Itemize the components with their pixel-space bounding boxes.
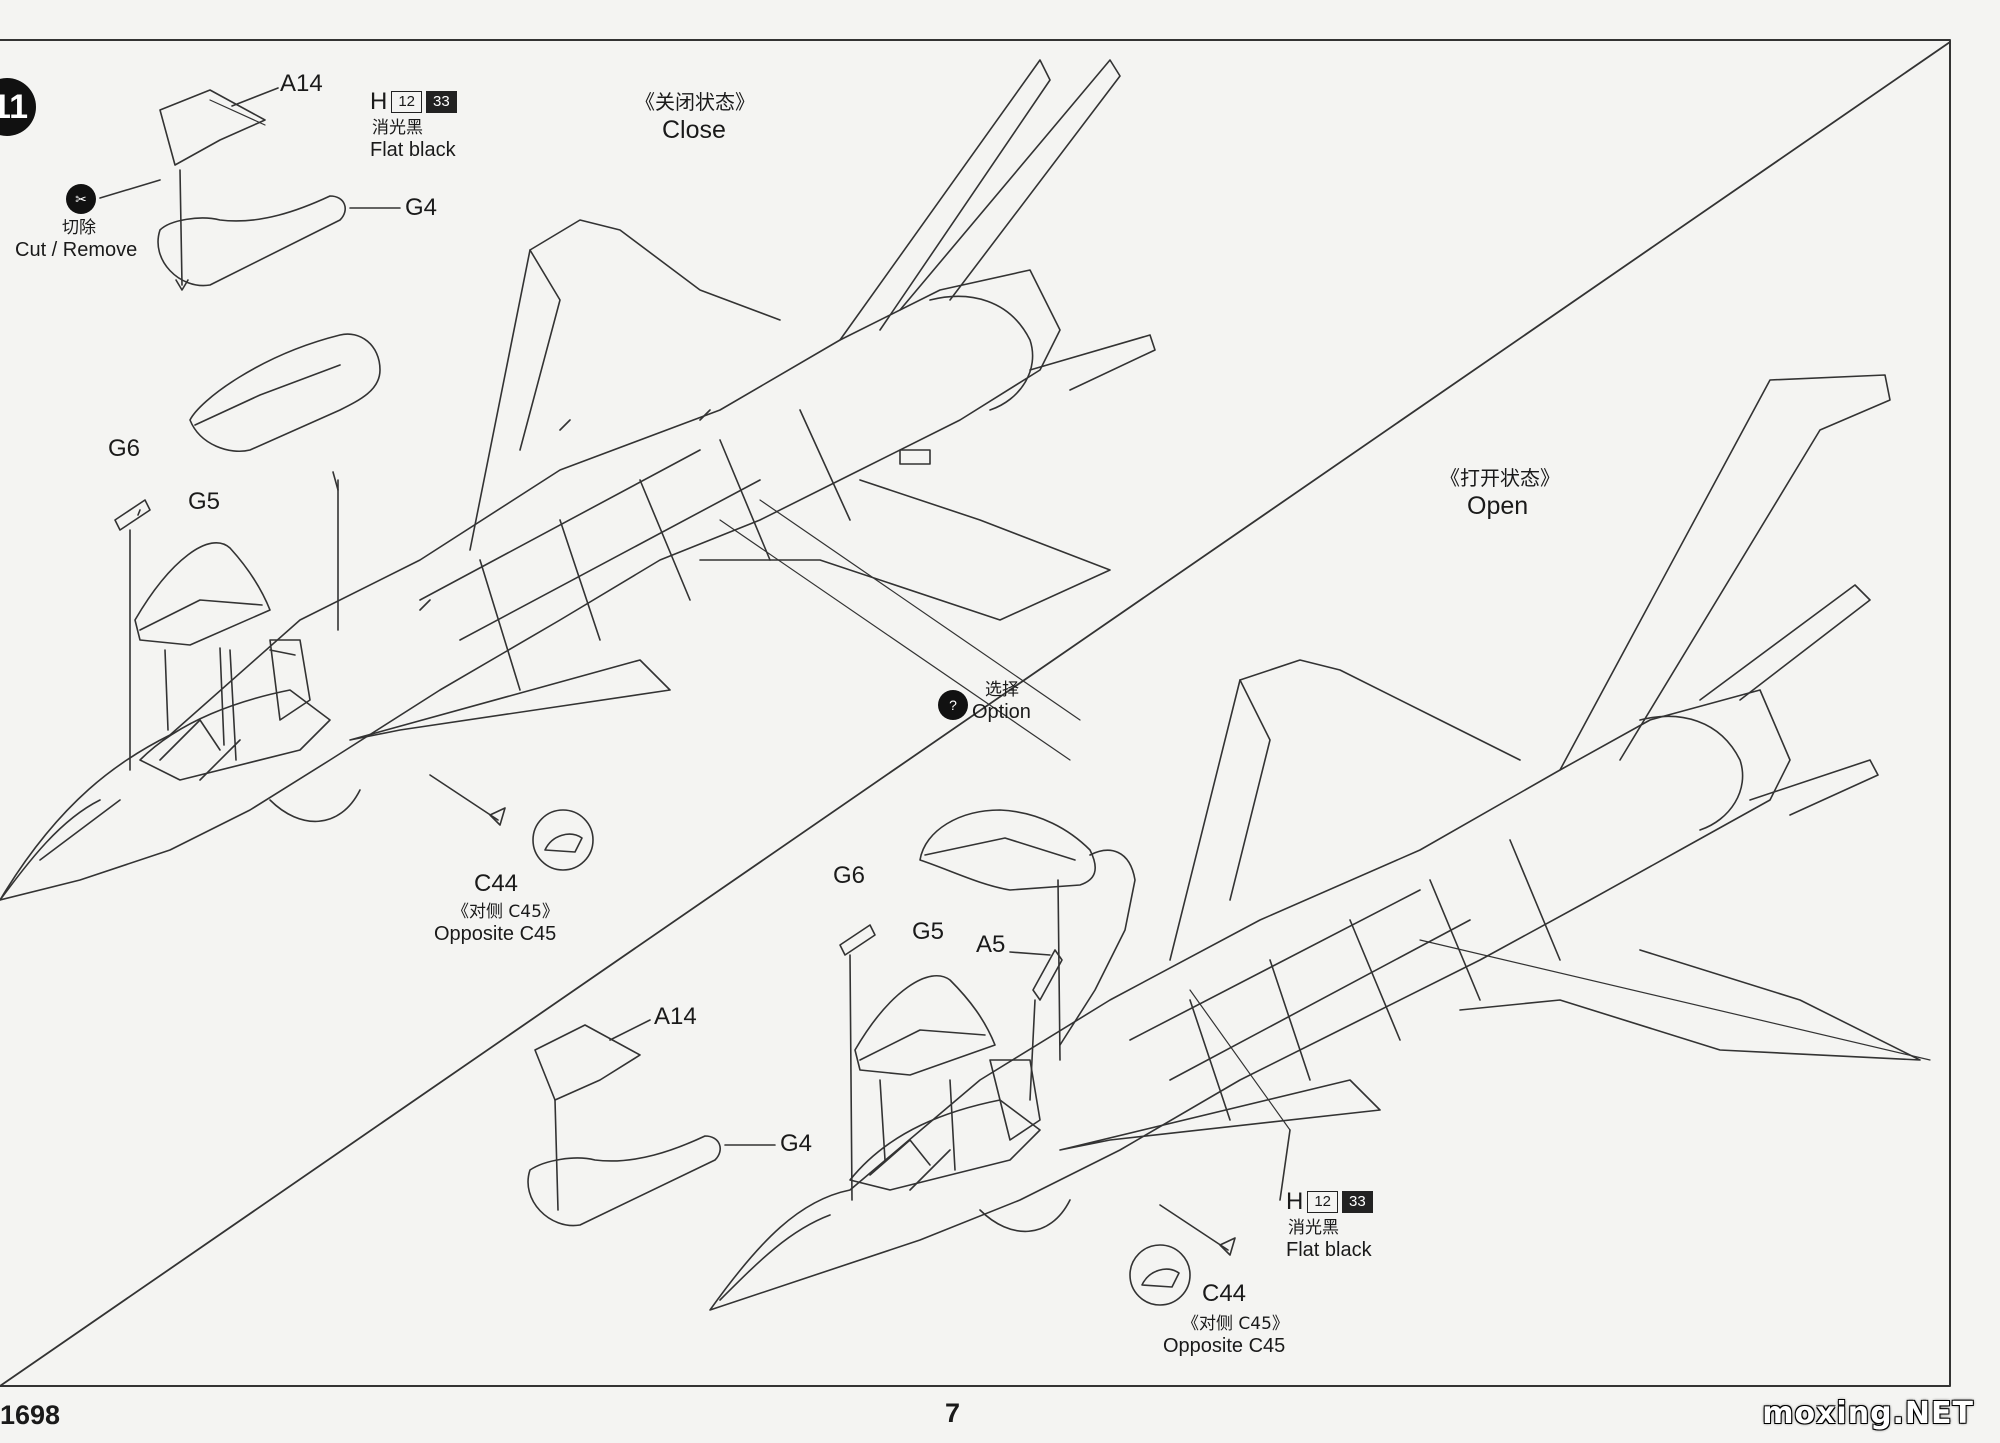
close-paint-cn: 消光黑 <box>372 118 423 138</box>
aircraft-close <box>0 59 1156 901</box>
close-part-c44: C44 <box>474 870 519 897</box>
close-paint-en: Flat black <box>370 139 456 161</box>
kit-code: 1698 <box>0 1400 61 1430</box>
paint-code-2: 33 <box>1342 1191 1373 1213</box>
open-part-g5: G5 <box>912 918 945 945</box>
close-part-g4: G4 <box>405 194 438 221</box>
aircraft-open <box>709 374 1931 1311</box>
close-part-g5: G5 <box>188 488 221 515</box>
close-title-en: Close <box>662 116 726 144</box>
open-paint-code: H 12 33 <box>1286 1190 1373 1214</box>
cut-label-en: Cut / Remove <box>15 239 138 261</box>
paint-code-1: 12 <box>391 91 423 113</box>
open-opposite-cn: 《对侧 C45》 <box>1182 1314 1289 1334</box>
option-label-en: Option <box>972 701 1031 723</box>
paint-letter: H <box>1286 1188 1304 1215</box>
exploded-parts-close <box>99 87 594 871</box>
open-paint-cn: 消光黑 <box>1288 1218 1339 1238</box>
close-part-g6: G6 <box>108 435 141 462</box>
close-paint-code: H 12 33 <box>370 90 457 114</box>
close-opposite-cn: 《对侧 C45》 <box>452 902 559 922</box>
open-part-g6: G6 <box>833 862 866 889</box>
paint-letter: H <box>370 88 388 115</box>
cut-icon: ✂ <box>66 184 96 214</box>
open-title-en: Open <box>1467 492 1529 520</box>
open-title-cn: 《打开状态》 <box>1440 466 1560 490</box>
open-part-c44: C44 <box>1202 1280 1247 1307</box>
close-opposite-en: Opposite C45 <box>434 923 557 945</box>
open-part-g4: G4 <box>780 1130 813 1157</box>
paint-code-2: 33 <box>426 91 457 113</box>
step-number-text: 11 <box>0 87 28 126</box>
open-opposite-en: Opposite C45 <box>1163 1335 1286 1357</box>
watermark: moxing.NET <box>1762 1396 1974 1431</box>
paint-code-1: 12 <box>1307 1191 1339 1213</box>
option-icon: ? <box>938 690 968 720</box>
option-label-cn: 选择 <box>985 680 1019 700</box>
exploded-parts-open <box>527 809 1291 1306</box>
close-part-a14: A14 <box>280 70 323 97</box>
close-title-cn: 《关闭状态》 <box>635 90 755 114</box>
open-part-a14: A14 <box>654 1003 697 1030</box>
open-part-a5: A5 <box>976 931 1006 958</box>
cut-label-cn: 切除 <box>62 218 96 238</box>
open-paint-en: Flat black <box>1286 1239 1372 1261</box>
page-number: 7 <box>945 1398 961 1428</box>
